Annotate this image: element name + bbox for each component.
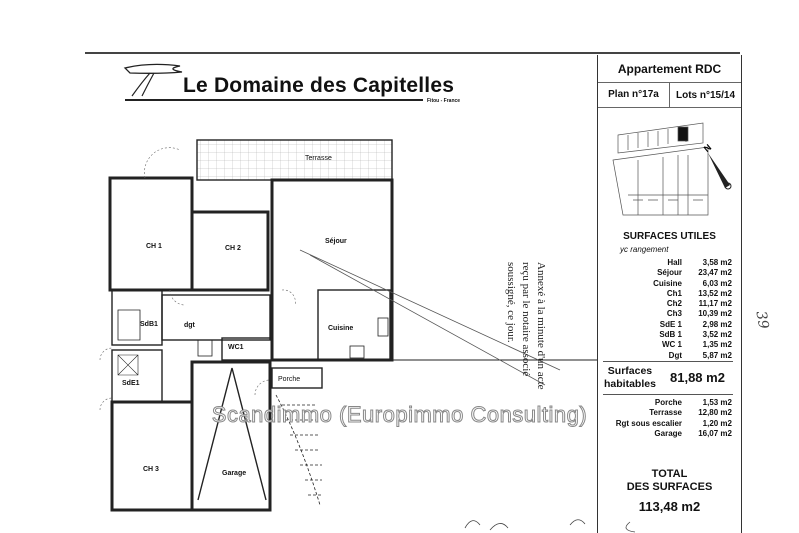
room-cuisine bbox=[317, 289, 391, 361]
habitable-label-line: Surfaces bbox=[607, 365, 653, 377]
compass-north: N bbox=[702, 142, 713, 154]
room-sde1 bbox=[111, 349, 163, 403]
plan-number: Plan n°17a bbox=[598, 83, 670, 107]
document-subtitle: Fitou - France bbox=[427, 98, 461, 104]
top-rule bbox=[85, 52, 740, 54]
label-cuisine: Cuisine bbox=[328, 325, 354, 332]
total-value: 113,48 m2 bbox=[638, 499, 701, 514]
surfaces-note: yc rangement bbox=[620, 245, 669, 254]
annotation-line: soussigné, ce jour. bbox=[505, 262, 517, 343]
annotation-line: reçu par le notaire associé bbox=[520, 262, 532, 377]
terrasse-area bbox=[196, 139, 393, 181]
porche-area bbox=[271, 367, 323, 389]
room-sejour bbox=[270, 178, 394, 362]
room-dgt bbox=[161, 294, 271, 341]
label-sejour: Séjour bbox=[325, 238, 347, 245]
habitable-label: Surfaces habitables bbox=[604, 365, 656, 391]
room-sdb1 bbox=[111, 289, 163, 346]
label-sde1: SdE1 bbox=[122, 380, 140, 387]
info-panel: Appartement RDC Plan n°17a Lots n°15/14 … bbox=[597, 55, 742, 533]
notary-annotation: Annexé à la minute d'un acte reçu par le… bbox=[503, 262, 548, 390]
lot-numbers: Lots n°15/14 bbox=[675, 89, 736, 101]
label-ch1: CH 1 bbox=[146, 243, 162, 250]
label-ch2: CH 2 bbox=[225, 245, 241, 252]
compass-arrow bbox=[708, 153, 730, 188]
floor-plan bbox=[99, 139, 597, 512]
label-garage: Garage bbox=[222, 470, 247, 477]
signature-marks bbox=[464, 519, 636, 533]
stairs bbox=[275, 394, 322, 506]
bath-tub bbox=[117, 309, 141, 341]
room-wc1 bbox=[221, 337, 273, 361]
habitable-label-line: habitables bbox=[604, 378, 656, 390]
divider bbox=[603, 361, 733, 362]
label-sdb1: SdB1 bbox=[140, 321, 158, 328]
apartment-type: Appartement RDC bbox=[598, 55, 741, 83]
room-ch2 bbox=[190, 210, 270, 292]
label-wc1: WC1 bbox=[228, 344, 244, 351]
document-title: Le Domaine des Capitelles bbox=[183, 74, 455, 97]
kitchen-hob bbox=[349, 345, 365, 359]
garage-door bbox=[197, 367, 267, 501]
watermark: Scandimmo (Europimmo Consulting) bbox=[211, 402, 588, 428]
title-underline bbox=[125, 99, 423, 101]
label-terrasse: Terrasse bbox=[305, 155, 332, 162]
shower bbox=[117, 354, 139, 376]
wc-fixture bbox=[197, 339, 213, 357]
habitable-value: 81,88 m2 bbox=[670, 370, 725, 385]
annotation-line: Annexé à la minute d'un acte bbox=[535, 262, 547, 390]
pen-stroke bbox=[299, 249, 561, 386]
label-porche: Porche bbox=[278, 376, 301, 383]
pine-tree-logo bbox=[123, 63, 183, 97]
right-boundary bbox=[391, 180, 597, 361]
door-arcs bbox=[99, 147, 296, 411]
site-map: N bbox=[612, 122, 732, 216]
divider bbox=[603, 394, 733, 395]
total-label: TOTAL DES SURFACES bbox=[598, 468, 741, 494]
kitchen-sink bbox=[377, 317, 389, 337]
plan-lots-row: Plan n°17a Lots n°15/14 bbox=[598, 83, 741, 108]
surfaces-title: SURFACES UTILES bbox=[623, 231, 716, 242]
room-garage bbox=[190, 360, 272, 512]
page-number: 39 bbox=[752, 309, 772, 331]
total-label-line: TOTAL bbox=[651, 468, 688, 480]
label-dgt: dgt bbox=[184, 322, 195, 329]
room-ch1 bbox=[108, 176, 194, 292]
total-label-line: DES SURFACES bbox=[626, 481, 713, 493]
label-ch3: CH 3 bbox=[143, 466, 159, 473]
